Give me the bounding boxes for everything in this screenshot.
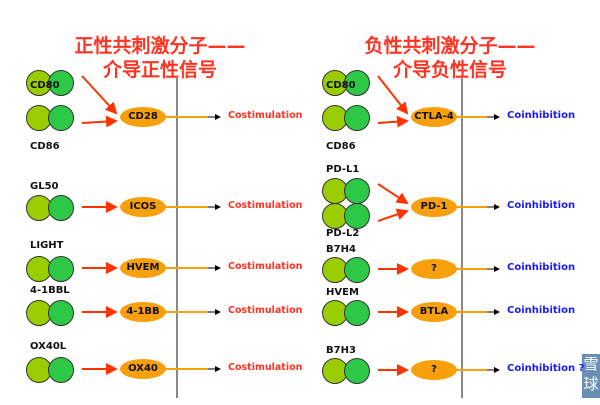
ligand-label: CD86	[30, 141, 60, 152]
ligand-cell-b	[344, 203, 370, 229]
ligand-label: HVEM	[326, 287, 359, 298]
receptor-: ?	[411, 360, 457, 380]
ligand-label: CD80	[326, 80, 356, 91]
outcome-label: Coinhibition	[507, 305, 576, 316]
outcome-label: Costimulation	[228, 110, 303, 121]
arrow	[377, 75, 409, 115]
ligand-cell-b	[344, 105, 370, 131]
receptor-tail	[451, 268, 487, 270]
ligand-label: CD80	[30, 80, 60, 91]
arrow	[377, 115, 409, 128]
ligand-cell-a	[26, 105, 52, 131]
outcome-label: Coinhibition	[507, 110, 576, 121]
left-membrane-line	[176, 78, 178, 398]
outcome-label: Coinhibition ?	[507, 363, 585, 374]
ligand-label: PD-L1	[326, 164, 360, 175]
ligand-label: 4-1BBL	[30, 285, 70, 296]
receptor-pd1: PD-1	[411, 197, 457, 217]
ligand-cell-b	[48, 105, 74, 131]
right-title: 负性共刺激分子——介导负性信号	[364, 35, 536, 81]
arrow	[377, 208, 409, 222]
ligand-cell-b	[344, 70, 370, 96]
receptor-tail	[160, 311, 208, 313]
receptor-tail	[160, 116, 208, 118]
receptor-icos: ICOS	[120, 197, 166, 217]
ligand-cell-b	[344, 300, 370, 326]
ligand-label: PD-L2	[326, 228, 360, 239]
ligand-cell-a	[26, 70, 52, 96]
receptor-tail	[451, 116, 487, 118]
left-title: 正性共刺激分子——介导正性信号	[74, 35, 246, 81]
ligand-label: OX40L	[30, 341, 67, 352]
outcome-label: Costimulation	[228, 261, 303, 272]
ligand-label: GL50	[30, 181, 59, 192]
receptor-ctla4: CTLA-4	[411, 107, 457, 127]
outcome-label: Coinhibition	[507, 262, 576, 273]
ligand-cell-a	[322, 105, 348, 131]
ligand-cell-b	[48, 256, 74, 282]
ligand-cell-b	[344, 178, 370, 204]
outcome-label: Coinhibition	[507, 200, 576, 211]
receptor-tail	[451, 369, 487, 371]
receptor-hvem: HVEM	[120, 258, 166, 278]
receptor-cd28: CD28	[120, 107, 166, 127]
outcome-label: Costimulation	[228, 305, 303, 316]
ligand-cell-a	[26, 256, 52, 282]
arrow	[377, 183, 409, 205]
receptor-tail	[160, 206, 208, 208]
receptor-: ?	[411, 259, 457, 279]
arrow	[81, 75, 118, 115]
arrow	[81, 115, 118, 128]
ligand-label: B7H3	[326, 345, 356, 356]
receptor-tail	[451, 206, 487, 208]
outcome-label: Costimulation	[228, 362, 303, 373]
receptor-tail	[160, 368, 208, 370]
ligand-cell-b	[344, 358, 370, 384]
ligand-label: LIGHT	[30, 240, 64, 251]
receptor-btla: BTLA	[411, 302, 457, 322]
ligand-cell-a	[322, 358, 348, 384]
ligand-cell-b	[48, 300, 74, 326]
ligand-cell-b	[344, 257, 370, 283]
ligand-cell-b	[48, 357, 74, 383]
ligand-cell-a	[322, 300, 348, 326]
receptor-tail	[451, 311, 487, 313]
ligand-cell-b	[48, 70, 74, 96]
receptor-41bb: 4-1BB	[120, 302, 166, 322]
ligand-label: B7H4	[326, 244, 356, 255]
ligand-cell-b	[48, 195, 74, 221]
watermark-logo: 雪球	[582, 354, 600, 398]
outcome-label: Costimulation	[228, 200, 303, 211]
right-membrane-line	[461, 78, 463, 398]
receptor-ox40: OX40	[120, 359, 166, 379]
ligand-label: CD86	[326, 141, 356, 152]
receptor-tail	[160, 267, 208, 269]
